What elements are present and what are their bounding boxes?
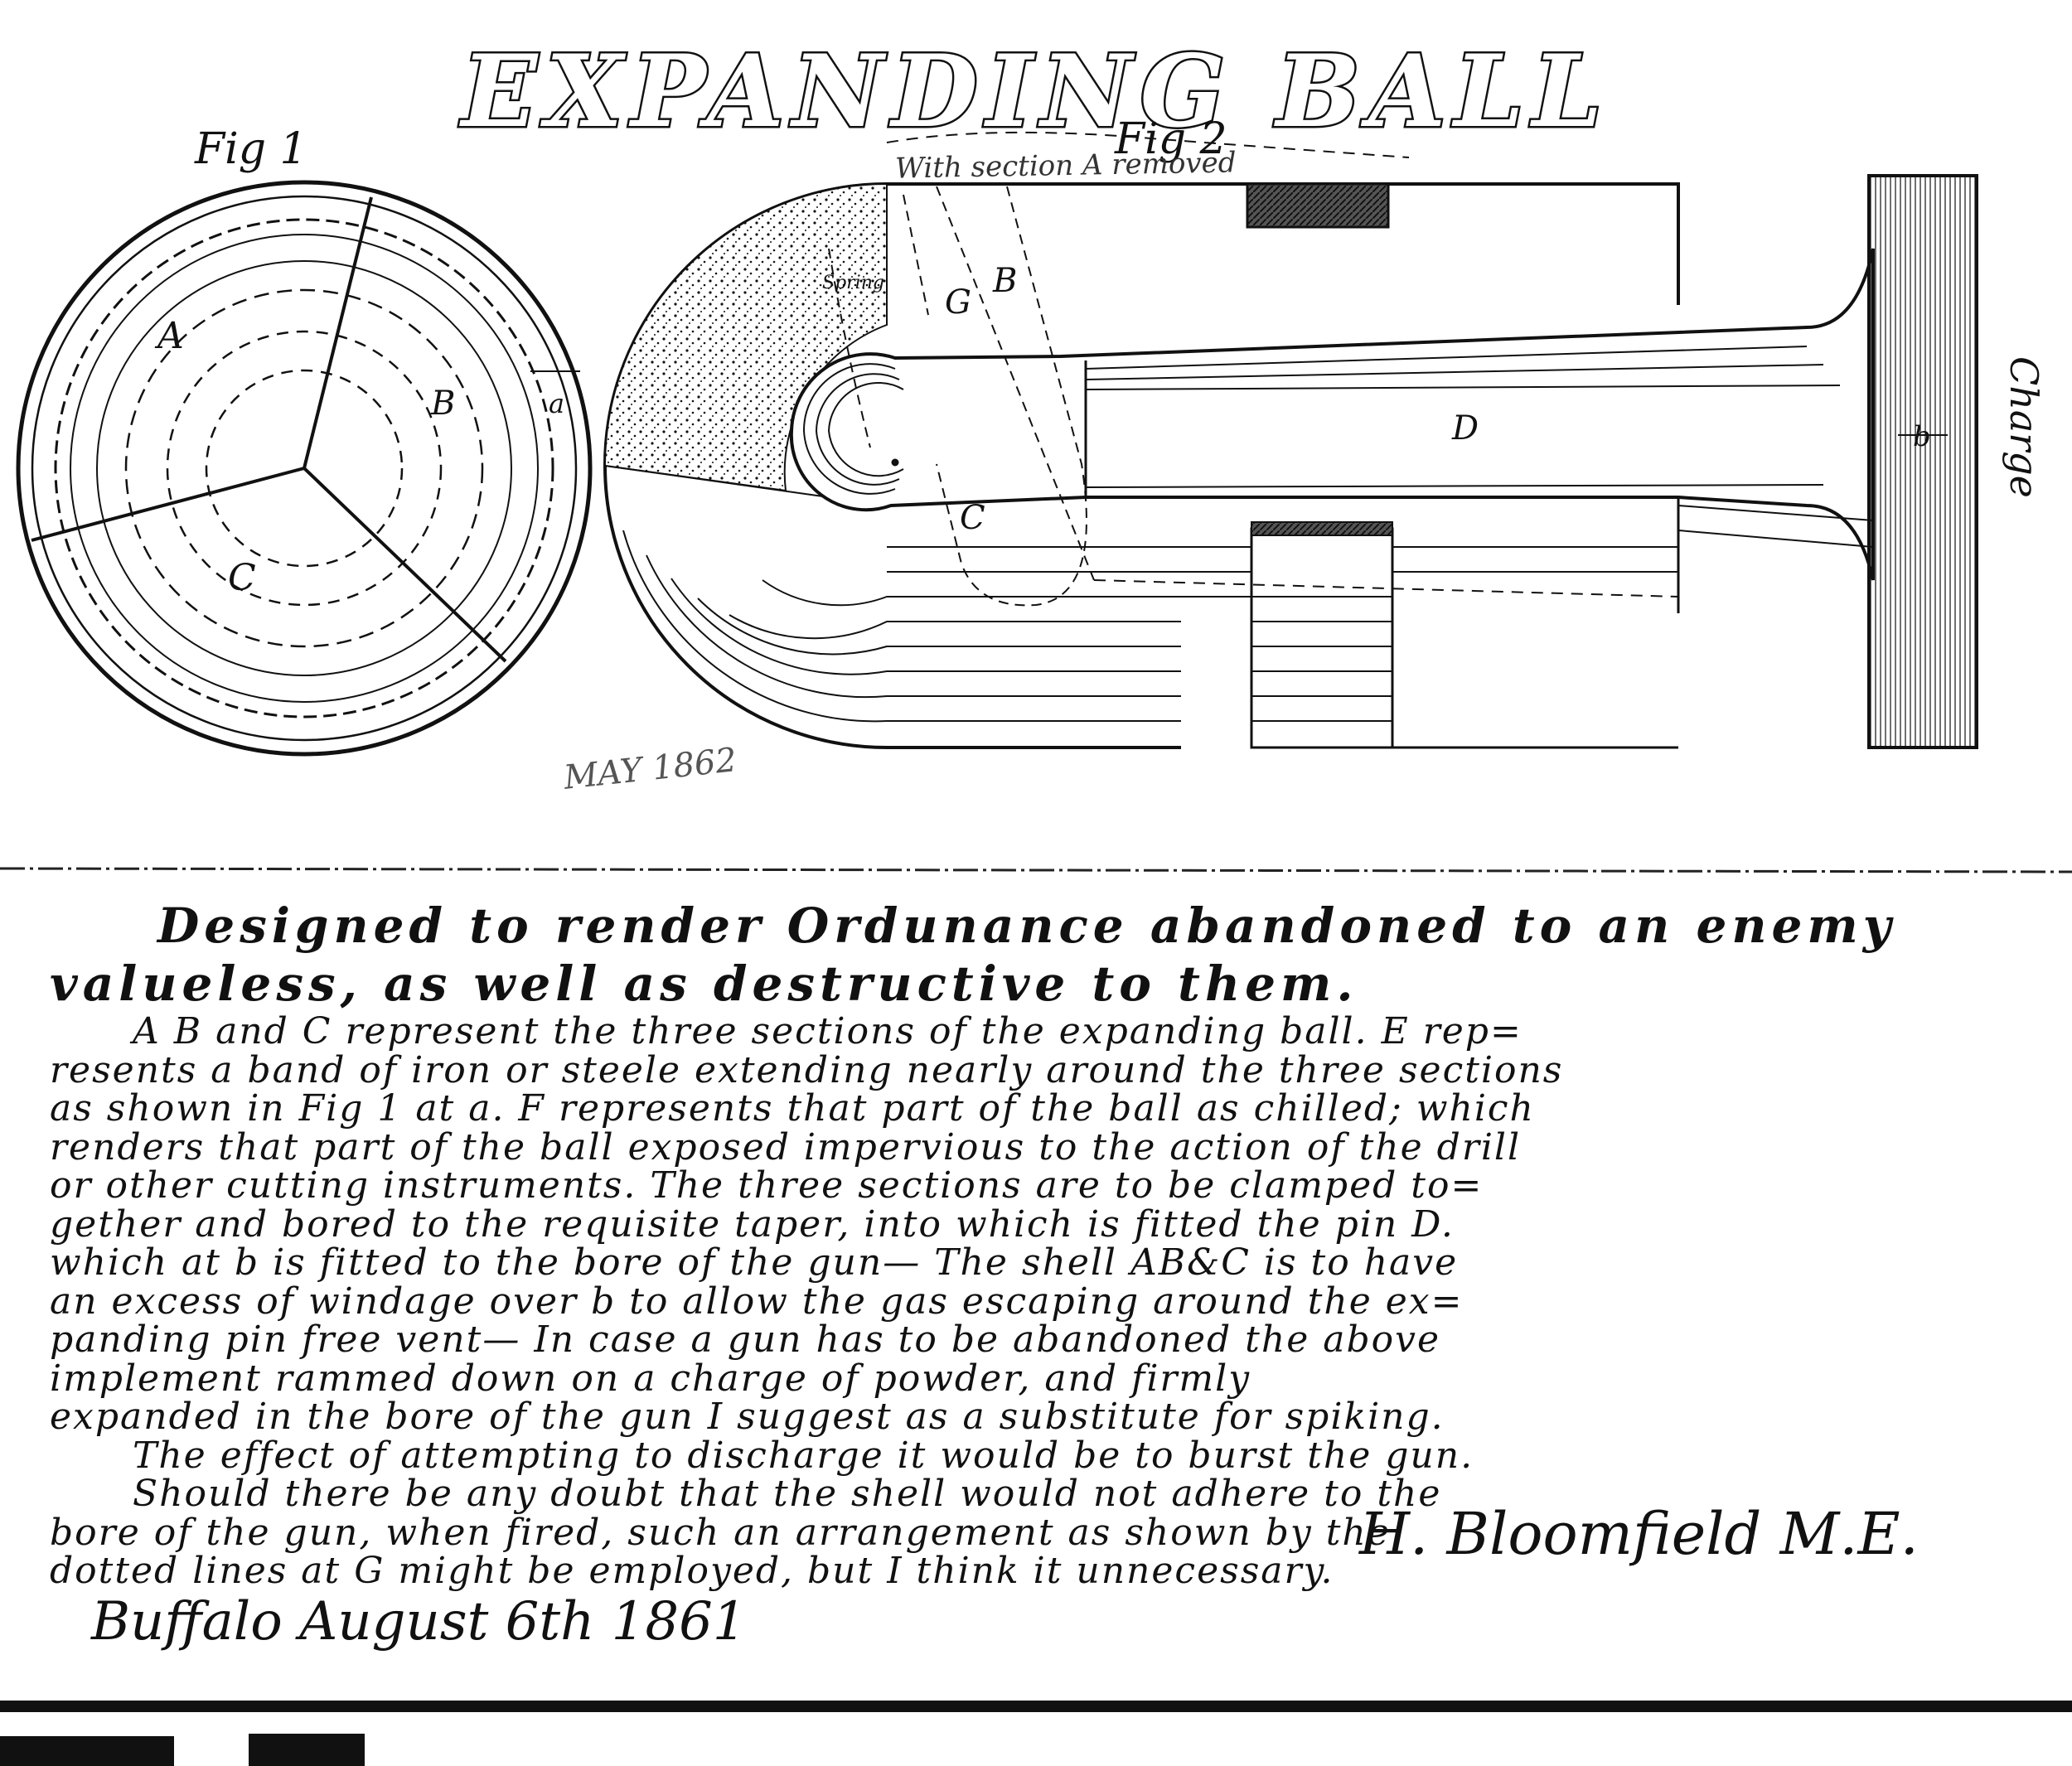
charge-label: Charge xyxy=(2002,356,2046,498)
fig2-longitudinal-section xyxy=(603,131,1978,749)
body-line: as shown in Fig 1 at a. F represents tha… xyxy=(50,1087,1535,1130)
fig2-label-small-b: b xyxy=(1913,420,1931,453)
body-line: resents a band of iron or steele extendi… xyxy=(50,1048,1564,1091)
fig1-label-a: A xyxy=(154,315,184,357)
body-line: panding pin free vent— In case a gun has… xyxy=(50,1318,1441,1361)
fig2-label-spring: Spring xyxy=(822,273,884,293)
body-line: dotted lines at G might be employed, but… xyxy=(50,1550,1334,1592)
body-line: Should there be any doubt that the shell… xyxy=(133,1473,1442,1515)
signature: H. Bloomfield M.E. xyxy=(1359,1500,1919,1568)
body-line: expanded in the bore of the gun I sugges… xyxy=(50,1396,1445,1438)
body-line: renders that part of the ball exposed im… xyxy=(50,1125,1522,1168)
body-line: A B and C represent the three sections o… xyxy=(133,1010,1523,1052)
fig2-label-g: G xyxy=(945,283,971,322)
bottom-rule xyxy=(0,1701,2072,1712)
body-line: The effect of attempting to discharge it… xyxy=(133,1434,1474,1477)
body-line: or other cutting instruments. The three … xyxy=(50,1164,1484,1207)
bottom-mark-left xyxy=(0,1736,174,1766)
fig1-cross-section xyxy=(16,180,593,757)
heading-line-1: Designed to render Ordunance abandoned t… xyxy=(157,898,1896,954)
fig2-label-b: B xyxy=(992,262,1017,300)
description-block: Designed to render Ordunance abandoned t… xyxy=(50,897,2039,1591)
body-line: bore of the gun, when fired, such an arr… xyxy=(50,1511,1391,1554)
fig2-label-c: C xyxy=(960,499,985,537)
fig1-label: Fig 1 xyxy=(195,124,307,174)
fig1-label-b: B xyxy=(430,385,455,423)
fig2-label-d: D xyxy=(1451,409,1479,448)
body-line: gether and bored to the requisite taper,… xyxy=(50,1202,1455,1246)
body-line: implement rammed down on a charge of pow… xyxy=(50,1357,1251,1400)
fig1-label-edge: a xyxy=(549,388,564,419)
separator-rule xyxy=(0,867,2072,873)
heading-line-2: valueless, as well as destructive to the… xyxy=(50,956,1358,1012)
place-date: Buffalo August 6th 1861 xyxy=(91,1591,747,1652)
body-line: which at b is fitted to the bore of the … xyxy=(50,1241,1459,1284)
bottom-mark-right xyxy=(249,1734,365,1766)
body-line: an excess of windage over b to allow the… xyxy=(50,1280,1464,1323)
fig1-label-c: C xyxy=(228,557,256,599)
